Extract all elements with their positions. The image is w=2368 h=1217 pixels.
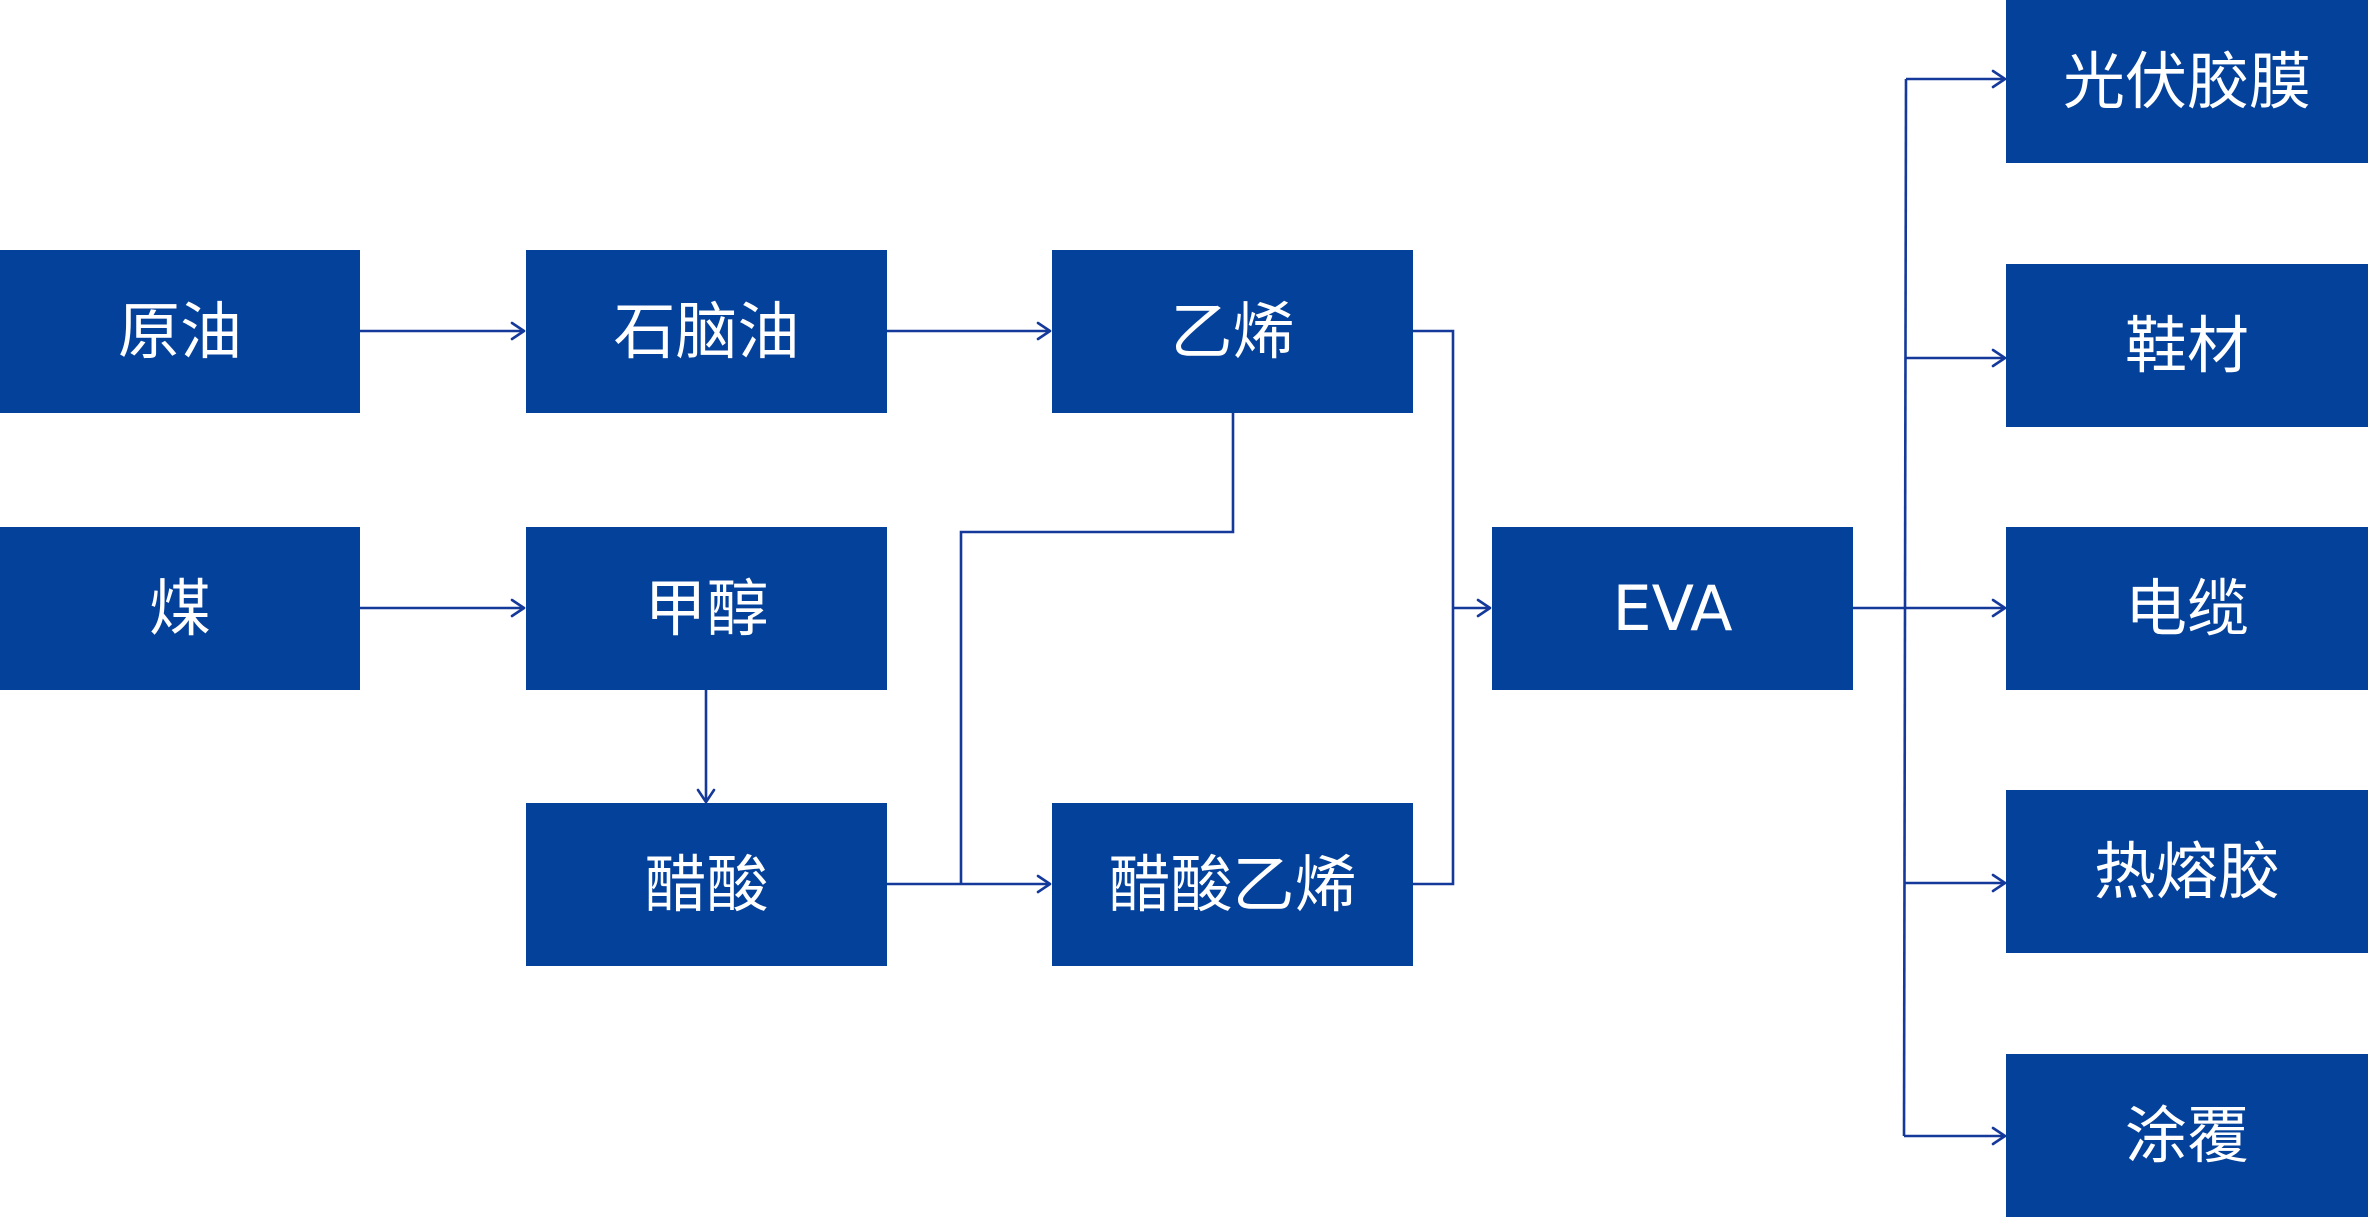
arrowhead — [1991, 873, 2007, 893]
node-methanol: 甲醇 — [526, 527, 887, 690]
node-label: 石脑油 — [613, 294, 800, 368]
edge-vinyl-acetate-to-eva — [1413, 608, 1455, 886]
edge-ethylene-to-vinyl-acetate — [959, 413, 1235, 884]
node-coal: 煤 — [0, 527, 360, 690]
node-label: 乙烯 — [1170, 294, 1295, 368]
node-label: 醋酸乙烯 — [1108, 847, 1357, 921]
node-label: 电缆 — [2124, 571, 2249, 645]
edge-ethylene-to-eva — [1413, 329, 1455, 608]
arrowhead — [1036, 874, 1052, 894]
node-label: EVA — [1612, 571, 1733, 645]
node-crude-oil: 原油 — [0, 250, 360, 413]
node-cable: 电缆 — [2006, 527, 2368, 690]
node-hot-melt: 热熔胶 — [2006, 790, 2368, 953]
node-label: 鞋材 — [2124, 308, 2249, 382]
node-coating: 涂覆 — [2006, 1054, 2368, 1217]
arrowhead — [1476, 598, 1492, 618]
arrowhead — [510, 321, 526, 341]
node-label: 甲醇 — [644, 571, 769, 645]
node-label: 原油 — [117, 294, 242, 368]
arrowhead — [1991, 1126, 2007, 1146]
node-ethylene: 乙烯 — [1052, 250, 1413, 413]
arrowhead — [1036, 321, 1052, 341]
arrowhead — [1991, 598, 2007, 618]
node-label: 光伏胶膜 — [2062, 44, 2311, 118]
arrowhead — [1991, 69, 2007, 89]
node-label: 煤 — [148, 571, 211, 645]
node-shoe-material: 鞋材 — [2006, 264, 2368, 427]
node-label: 热熔胶 — [2093, 834, 2280, 908]
node-label: 醋酸 — [644, 847, 769, 921]
arrowhead — [696, 788, 716, 804]
node-eva: EVA — [1492, 527, 1853, 690]
node-naphtha: 石脑油 — [526, 250, 887, 413]
node-pv-film: 光伏胶膜 — [2006, 0, 2368, 163]
arrowhead — [510, 598, 526, 618]
node-label: 涂覆 — [2124, 1098, 2249, 1172]
node-acetic-acid: 醋酸 — [526, 803, 887, 966]
node-vinyl-acetate: 醋酸乙烯 — [1052, 803, 1413, 966]
arrowhead — [1991, 348, 2007, 368]
